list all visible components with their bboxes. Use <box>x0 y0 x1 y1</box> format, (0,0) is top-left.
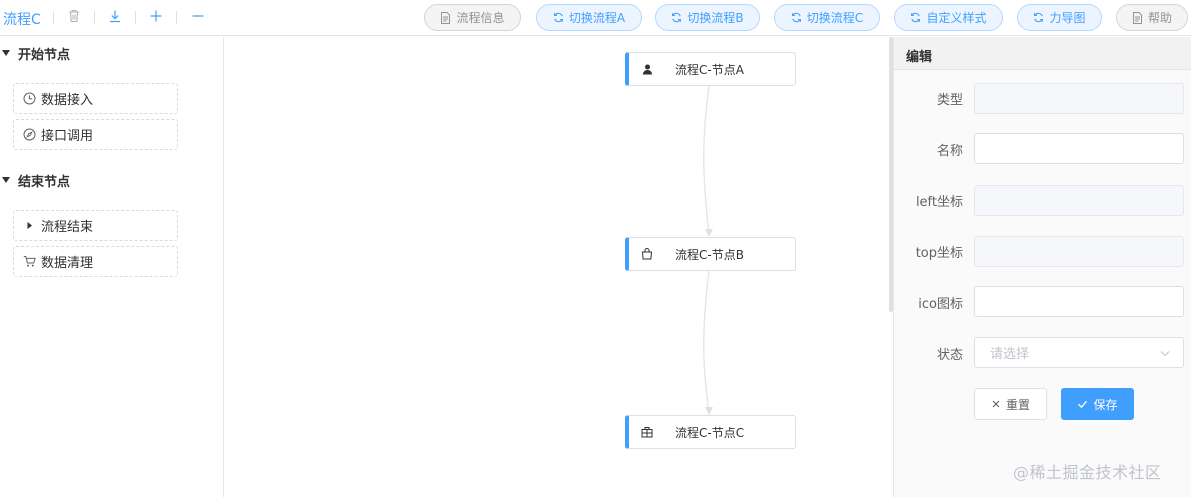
flow-canvas[interactable]: 流程C-节点A 流程C-节点B 流程C-节点C <box>225 37 890 497</box>
palette-group-title: 开始节点 <box>18 47 71 63</box>
palette-item-label: 流程结束 <box>41 220 94 235</box>
check-icon <box>1078 400 1088 409</box>
caret-down-icon <box>2 50 10 56</box>
caret-down-icon <box>2 177 10 183</box>
force-graph-button[interactable]: 力导图 <box>1017 4 1102 31</box>
node-palette: 开始节点 数据接入 接口调用 结束节点 流程结束 数据清理 <box>0 37 224 497</box>
connectors <box>703 85 713 415</box>
toolbar-divider <box>53 11 54 24</box>
name-field[interactable] <box>974 133 1184 164</box>
switch-flow-a-button[interactable]: 切换流程A <box>536 4 642 31</box>
type-label: 类型 <box>936 93 963 108</box>
toolbar-divider <box>135 11 136 24</box>
type-field <box>974 83 1184 114</box>
refresh-icon <box>553 12 563 23</box>
toolbar-divider <box>94 11 95 24</box>
flow-node-b[interactable]: 流程C-节点B <box>625 237 796 271</box>
flow-node-a[interactable]: 流程C-节点A <box>625 52 796 86</box>
delete-icon[interactable] <box>65 7 83 25</box>
custom-style-button[interactable]: 自定义样式 <box>894 4 1003 31</box>
node-label: 流程C-节点A <box>675 62 744 77</box>
arrow-head <box>705 229 713 237</box>
palette-item-label: 接口调用 <box>41 129 94 144</box>
editor-panel: 编辑 类型 名称 left坐标 top坐标 ico图标 状态 请选择 重置 保存 <box>893 37 1191 497</box>
refresh-icon <box>1034 12 1044 23</box>
flow-name: 流程C <box>3 12 41 28</box>
reset-label: 重置 <box>1005 397 1030 412</box>
compass-icon <box>23 128 36 141</box>
shopping-bag-icon <box>639 248 655 260</box>
cart-icon <box>23 256 36 267</box>
left-coord-field <box>974 185 1184 216</box>
palette-item-label: 数据清理 <box>41 256 94 271</box>
palette-item-label: 数据接入 <box>41 93 94 108</box>
chevron-down-icon <box>1160 351 1170 357</box>
force-graph-label: 力导图 <box>1049 11 1086 25</box>
switch-flow-c-label: 切换流程C <box>806 11 864 25</box>
save-button[interactable]: 保存 <box>1061 388 1134 420</box>
canvas-scrollbar[interactable] <box>889 37 893 312</box>
zoom-in-icon[interactable] <box>147 7 165 25</box>
status-placeholder: 请选择 <box>990 347 1030 362</box>
flow-node-c[interactable]: 流程C-节点C <box>625 415 796 449</box>
custom-style-label: 自定义样式 <box>926 11 987 25</box>
document-icon <box>1132 11 1142 24</box>
refresh-icon <box>791 12 801 23</box>
refresh-icon <box>672 12 682 23</box>
clock-icon <box>23 92 36 105</box>
save-label: 保存 <box>1093 397 1118 412</box>
close-icon <box>992 400 1000 408</box>
status-select[interactable]: 请选择 <box>974 337 1184 368</box>
palette-item-data-ingest[interactable]: 数据接入 <box>13 83 178 114</box>
status-label: 状态 <box>936 348 963 363</box>
left-coord-label: left坐标 <box>915 195 963 210</box>
caret-right-icon <box>27 222 32 229</box>
refresh-icon <box>911 12 921 23</box>
user-icon <box>639 64 655 75</box>
help-label: 帮助 <box>1147 11 1172 25</box>
top-coord-label: top坐标 <box>915 246 963 261</box>
watermark: @稀土掘金技术社区 <box>1013 463 1162 482</box>
node-label: 流程C-节点B <box>675 247 744 262</box>
flow-info-label: 流程信息 <box>456 11 505 25</box>
document-icon <box>441 11 451 24</box>
palette-group-title: 结束节点 <box>18 174 71 190</box>
switch-flow-a-label: 切换流程A <box>568 11 626 25</box>
switch-flow-c-button[interactable]: 切换流程C <box>774 4 880 31</box>
arrow-head <box>705 407 713 415</box>
name-label: 名称 <box>936 144 963 159</box>
editor-title: 编辑 <box>894 37 1191 70</box>
flow-info-button[interactable]: 流程信息 <box>424 4 521 31</box>
switch-flow-b-label: 切换流程B <box>687 11 744 25</box>
palette-item-flow-end[interactable]: 流程结束 <box>13 210 178 241</box>
suitcase-icon <box>639 426 655 438</box>
reset-button[interactable]: 重置 <box>974 388 1047 420</box>
palette-group-end[interactable]: 结束节点 <box>0 170 70 190</box>
palette-group-start[interactable]: 开始节点 <box>0 43 70 63</box>
top-coord-field <box>974 236 1184 267</box>
palette-item-data-cleanup[interactable]: 数据清理 <box>13 246 178 277</box>
zoom-out-icon[interactable] <box>189 7 207 25</box>
help-button[interactable]: 帮助 <box>1116 4 1188 31</box>
node-label: 流程C-节点C <box>675 425 745 440</box>
switch-flow-b-button[interactable]: 切换流程B <box>655 4 760 31</box>
download-icon[interactable] <box>106 7 124 25</box>
ico-label: ico图标 <box>918 297 963 312</box>
edge-b-c[interactable] <box>703 270 710 414</box>
edge-a-b[interactable] <box>703 85 710 236</box>
toolbar-divider <box>176 11 177 24</box>
ico-field[interactable] <box>974 286 1184 317</box>
toolbar: 流程C 流程信息 切换流程A 切换流程B 切换流 <box>0 0 1191 36</box>
palette-item-api-call[interactable]: 接口调用 <box>13 119 178 150</box>
